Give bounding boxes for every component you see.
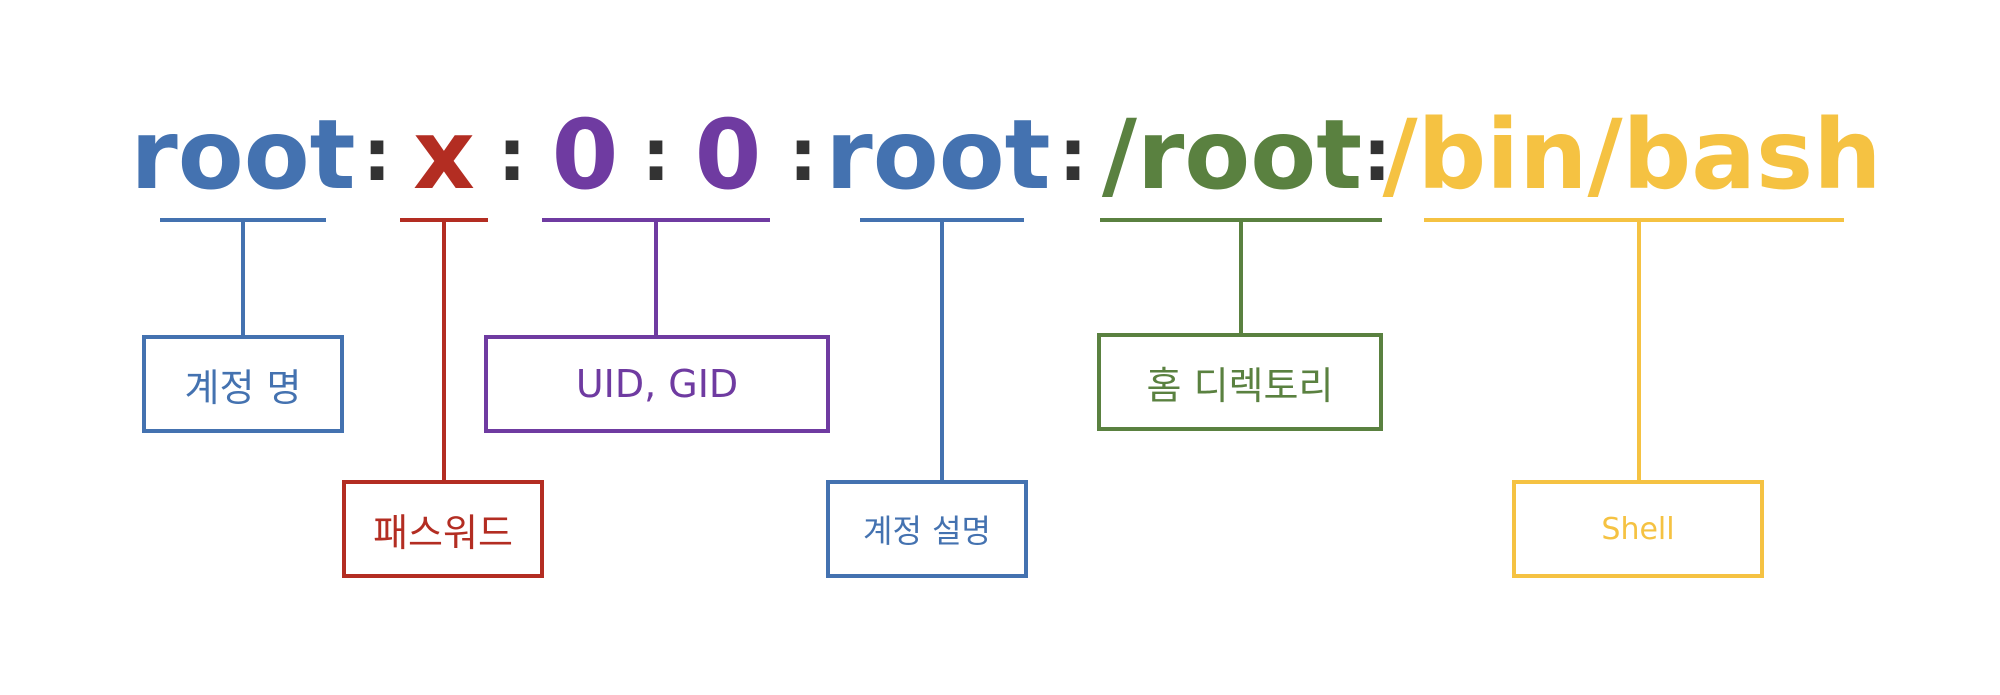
connector-shell — [1637, 220, 1641, 482]
separator-colon: : — [362, 113, 392, 197]
label-password: 패스워드 — [342, 480, 544, 578]
connector-password — [442, 220, 446, 482]
connector-comment — [940, 220, 944, 482]
field-home: /root — [1101, 99, 1363, 211]
connector-username — [241, 220, 245, 337]
label-home-directory: 홈 디렉토리 — [1097, 333, 1383, 431]
field-shell: /bin/bash — [1382, 99, 1882, 211]
separator-colon: : — [1058, 113, 1088, 197]
field-comment: root — [825, 99, 1051, 211]
label-account-description: 계정 설명 — [826, 480, 1028, 578]
field-password: x — [413, 99, 475, 211]
underline-shell — [1424, 218, 1844, 222]
field-gid: 0 — [694, 99, 762, 211]
field-uid: 0 — [551, 99, 619, 211]
connector-home — [1239, 220, 1243, 337]
separator-colon: : — [788, 113, 818, 197]
separator-colon: : — [641, 113, 671, 197]
field-username: root — [130, 99, 356, 211]
connector-uid-gid — [654, 220, 658, 337]
label-uid-gid: UID, GID — [484, 335, 830, 433]
label-shell: Shell — [1512, 480, 1764, 578]
separator-colon: : — [1362, 113, 1392, 197]
label-account-name: 계정 명 — [142, 335, 344, 433]
separator-colon: : — [497, 113, 527, 197]
